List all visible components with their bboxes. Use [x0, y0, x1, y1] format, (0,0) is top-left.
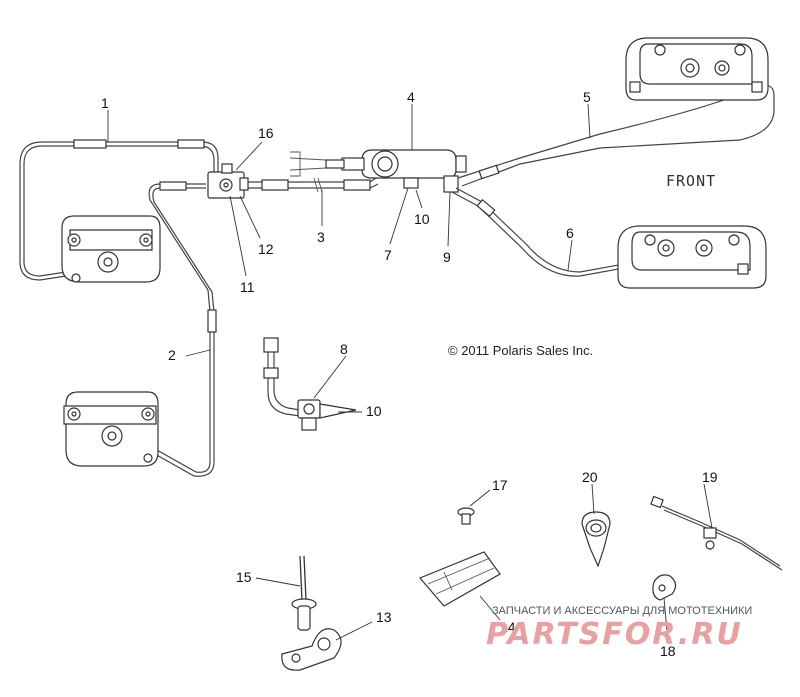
caliper-rear-lower	[63, 391, 159, 467]
callout-11: 11	[240, 279, 255, 295]
caliper-front-lower	[617, 225, 767, 289]
copyright-text: © 2011 Polaris Sales Inc.	[448, 343, 593, 358]
callout-19: 19	[702, 469, 718, 485]
watermark-logo: PARTSFOR.RU	[486, 617, 743, 652]
callout-10-lower: 10	[366, 403, 382, 419]
grommet-part-20	[581, 511, 611, 568]
callout-1: 1	[101, 95, 109, 111]
caliper-front-upper	[625, 37, 769, 101]
watermark-caption: ЗАПЧАСТИ И АКСЕССУАРЫ ДЛЯ МОТОТЕХНИКИ	[492, 605, 752, 617]
callout-12: 12	[258, 241, 274, 257]
caliper-rear-upper	[61, 215, 161, 283]
callout-16: 16	[258, 125, 274, 141]
junction-block	[207, 163, 249, 199]
brake-line-1	[19, 139, 219, 281]
callout-8: 8	[340, 341, 348, 357]
front-label: FRONT	[666, 172, 716, 190]
callout-2: 2	[168, 347, 176, 363]
callout-7: 7	[384, 247, 392, 263]
watermark: ЗАПЧАСТИ И АКСЕССУАРЫ ДЛЯ МОТОТЕХНИКИ PA…	[486, 605, 752, 652]
callout-13: 13	[376, 609, 392, 625]
callout-4: 4	[407, 89, 415, 105]
callout-numbers: 1 2 3 4 5 6 7 8 9 10 10 11 12 13 14 15 1…	[101, 89, 718, 659]
callout-6: 6	[566, 225, 574, 241]
clamp-part-13	[281, 628, 342, 671]
callout-17: 17	[492, 477, 508, 493]
clip-part-14	[419, 551, 501, 607]
callout-9: 9	[443, 249, 451, 265]
callout-3: 3	[317, 229, 325, 245]
callout-18: 18	[660, 643, 676, 659]
wire-harness-part-19	[650, 495, 783, 571]
master-cylinder	[289, 149, 467, 193]
clip-part-18	[652, 574, 677, 601]
brake-line-6	[451, 187, 647, 277]
callout-5: 5	[583, 89, 591, 105]
callout-15: 15	[236, 569, 252, 585]
pressure-switch-detail	[263, 337, 357, 431]
brake-line-3	[248, 177, 379, 193]
callout-14: 14	[500, 619, 516, 635]
callout-20: 20	[582, 469, 598, 485]
brake-line-2	[129, 181, 217, 477]
leader-lines	[107, 103, 713, 643]
rivet-part-15	[291, 555, 317, 631]
callout-10-upper: 10	[414, 211, 430, 227]
screw-part-17	[457, 507, 475, 525]
